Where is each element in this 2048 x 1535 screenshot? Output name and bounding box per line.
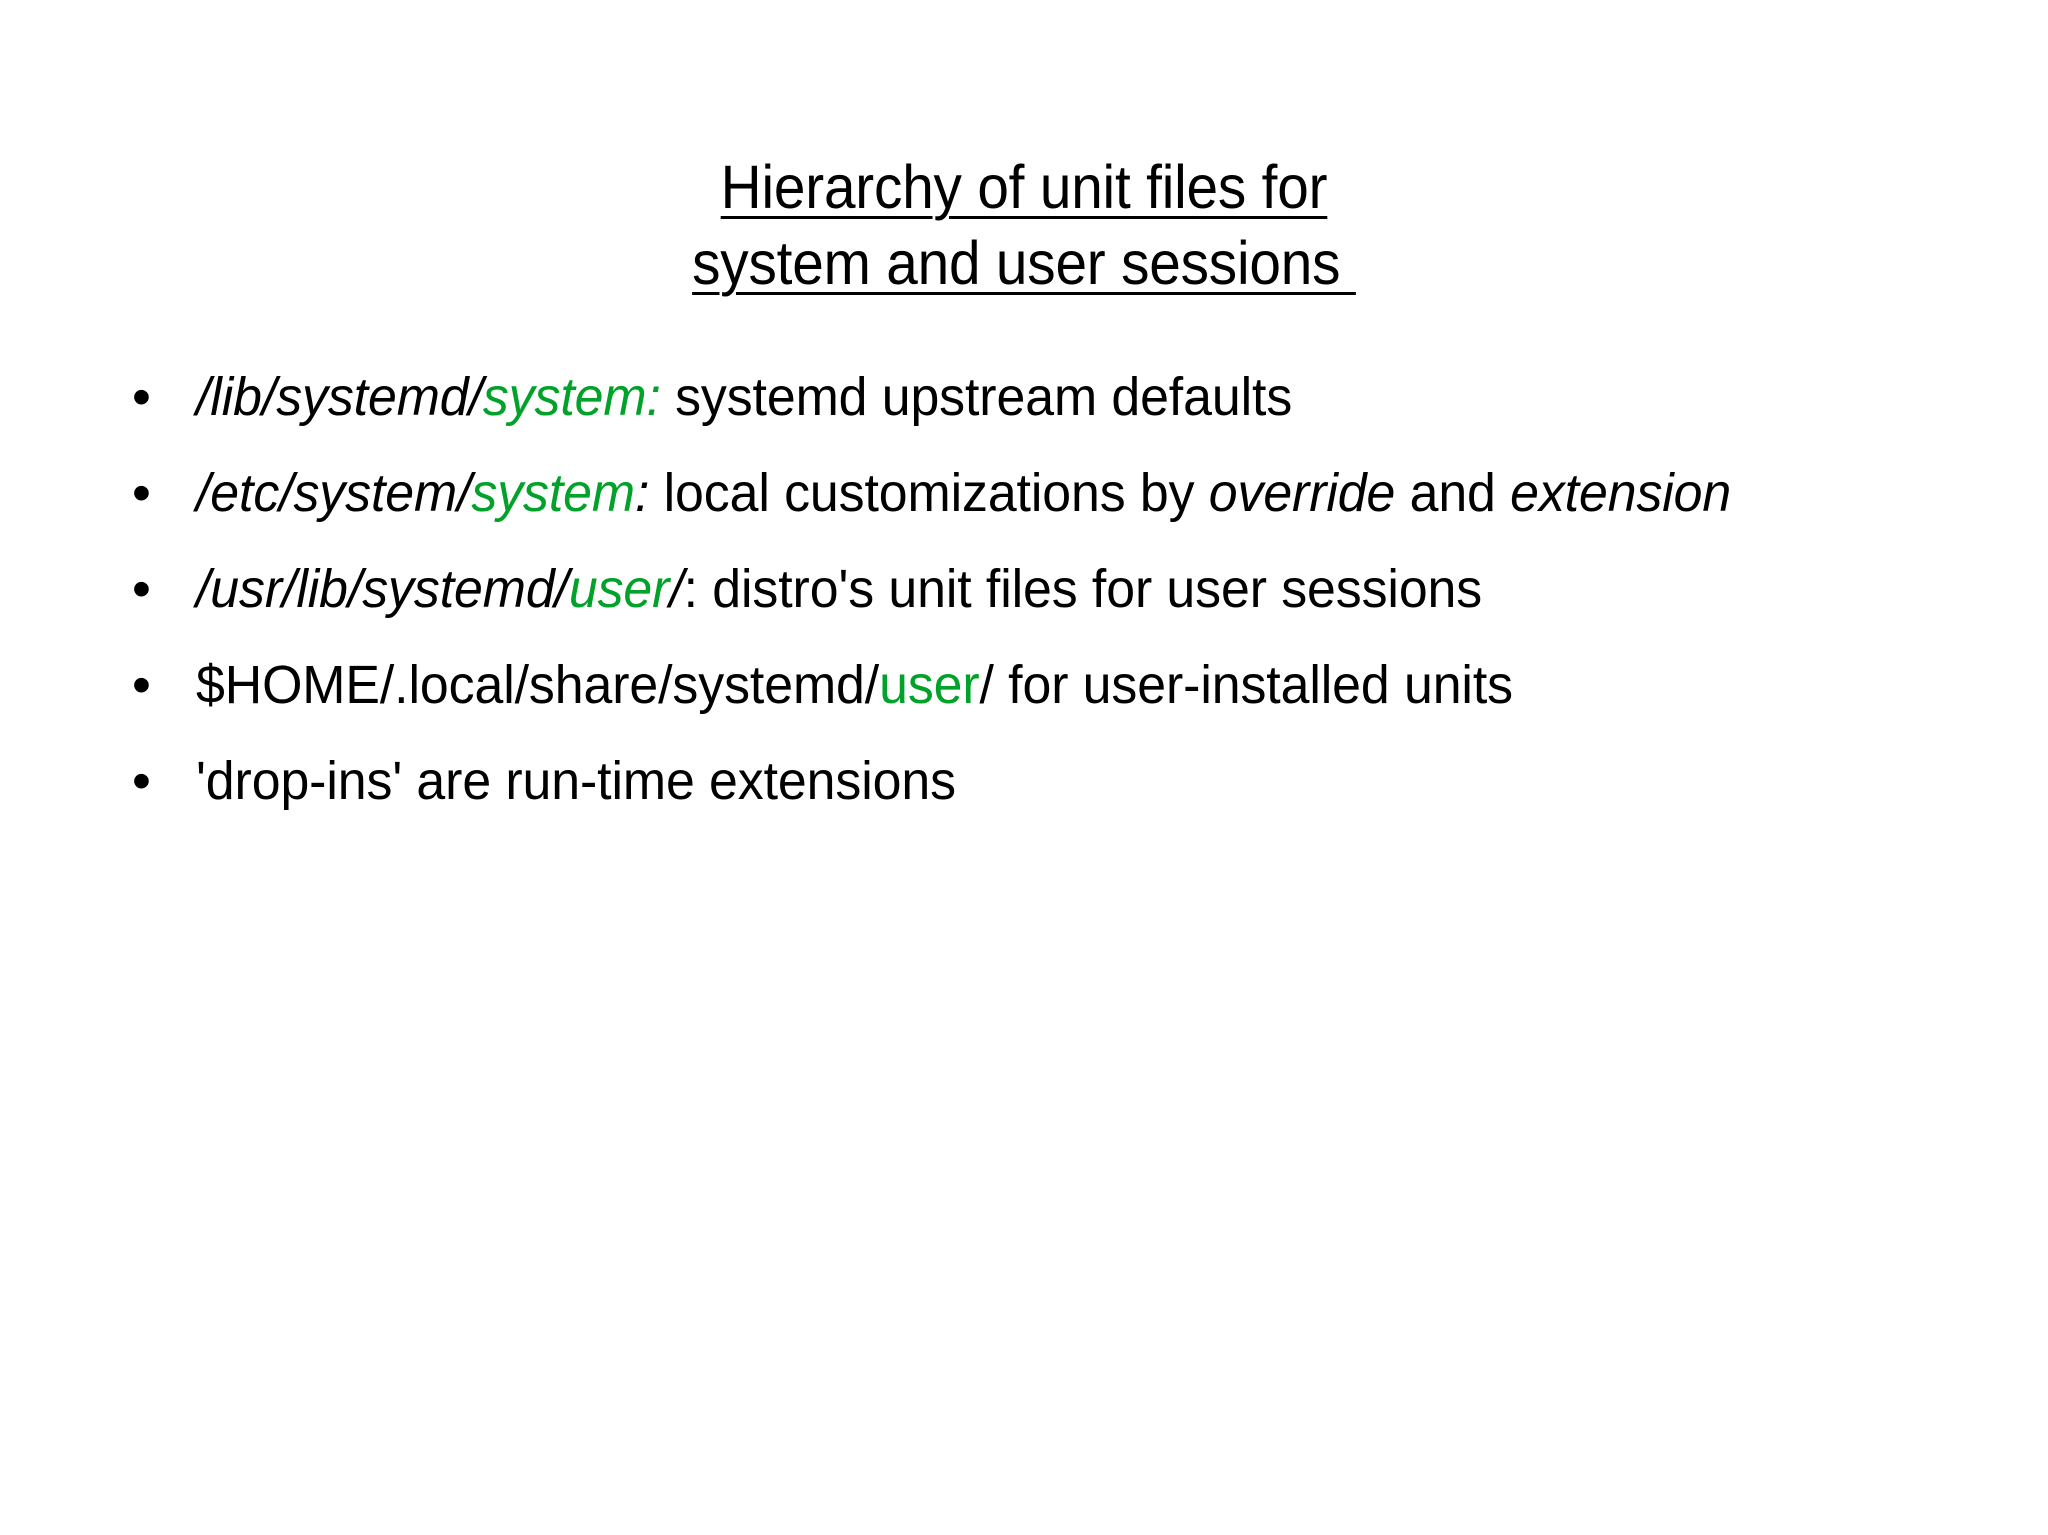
text-run: user xyxy=(879,655,980,715)
list-item-text: /lib/systemd/system: systemd upstream de… xyxy=(196,362,1855,432)
list-item-text: $HOME/.local/share/systemd/user/ for use… xyxy=(196,650,1855,720)
text-run: 'drop-ins' are run-time extensions xyxy=(196,751,956,811)
text-run: systemd upstream defaults xyxy=(660,367,1293,427)
text-run: local customizations by xyxy=(649,463,1209,523)
list-item: • /lib/systemd/system: systemd upstream … xyxy=(124,362,1924,432)
page-title: Hierarchy of unit files for system and u… xyxy=(72,149,1977,301)
list-item-text: /usr/lib/systemd/user/: distro's unit fi… xyxy=(196,554,1855,624)
text-run: : xyxy=(635,463,650,523)
text-run: $HOME/.local/share/systemd/ xyxy=(196,655,880,715)
text-run: user xyxy=(568,559,670,619)
text-run: system xyxy=(471,463,636,523)
bullet-list: • /lib/systemd/system: systemd upstream … xyxy=(124,362,1924,842)
list-item: • $HOME/.local/share/systemd/user/ for u… xyxy=(124,650,1924,720)
bullet-marker-icon: • xyxy=(132,559,151,619)
text-run: override xyxy=(1208,463,1396,523)
list-item: • 'drop-ins' are run-time extensions xyxy=(124,746,1924,816)
page-title-line-2: system and user sessions xyxy=(72,225,1977,301)
text-run: : distro's unit files for user sessions xyxy=(683,559,1483,619)
list-item-text: 'drop-ins' are run-time extensions xyxy=(196,746,1855,816)
text-run: extension xyxy=(1510,463,1732,523)
page-title-line-1-text: Hierarchy of unit files for xyxy=(720,152,1328,221)
text-run: /lib/systemd/ xyxy=(196,367,483,427)
text-run: and xyxy=(1395,463,1511,523)
list-item: • /usr/lib/systemd/user/: distro's unit … xyxy=(124,554,1924,624)
text-run: / xyxy=(669,559,684,619)
text-run: /etc/system/ xyxy=(196,463,472,523)
text-run: system: xyxy=(482,367,661,427)
bullet-marker-icon: • xyxy=(132,655,151,715)
bullet-marker-icon: • xyxy=(132,367,151,427)
list-item: • /etc/system/system: local customizatio… xyxy=(124,458,1924,528)
bullet-marker-icon: • xyxy=(132,751,151,811)
page-title-line-1: Hierarchy of unit files for xyxy=(72,149,1977,225)
text-run: / for user-installed units xyxy=(979,655,1514,715)
bullet-marker-icon: • xyxy=(132,463,151,523)
page-title-line-2-text: system and user sessions xyxy=(692,228,1356,297)
list-item-text: /etc/system/system: local customizations… xyxy=(196,458,1855,528)
text-run: /usr/lib/systemd/ xyxy=(196,559,569,619)
